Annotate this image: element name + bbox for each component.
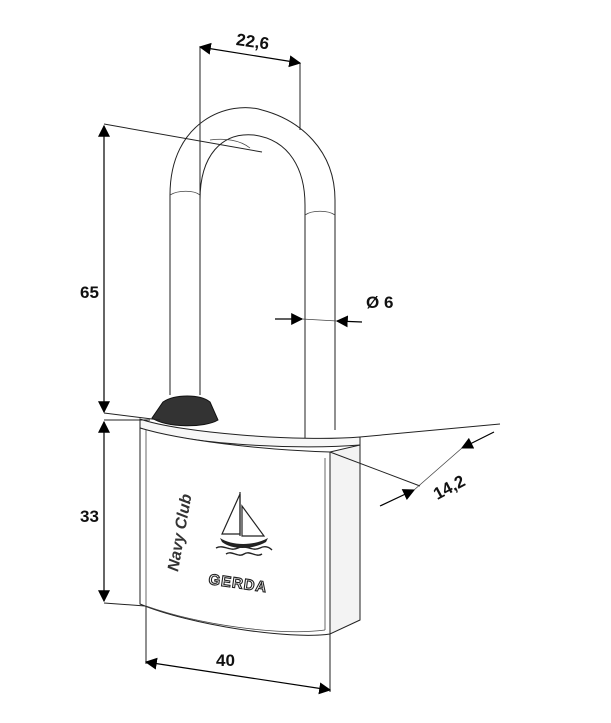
dimension-label-body-height: 33 <box>80 507 99 526</box>
dimension-body-height: 33 <box>80 419 150 607</box>
dimension-shackle-diameter: Ø 6 <box>275 293 393 328</box>
dimension-label-shackle-diameter: Ø 6 <box>366 293 393 312</box>
dimension-label-body-width: 40 <box>216 651 235 670</box>
dimension-shackle-height: 65 <box>80 123 263 421</box>
padlock-body <box>139 418 361 636</box>
dimension-label-shackle-width: 22,6 <box>235 30 270 53</box>
dimension-label-body-depth: 14,2 <box>430 471 468 503</box>
sailboat-icon <box>215 492 273 556</box>
dimension-shackle-width: 22,6 <box>198 30 302 200</box>
padlock: Navy Club GERDA <box>139 107 361 636</box>
dimension-label-shackle-height: 65 <box>80 283 99 302</box>
shackle <box>169 107 336 445</box>
shackle-collar <box>151 395 219 427</box>
dimension-body-width: 40 <box>144 606 332 695</box>
